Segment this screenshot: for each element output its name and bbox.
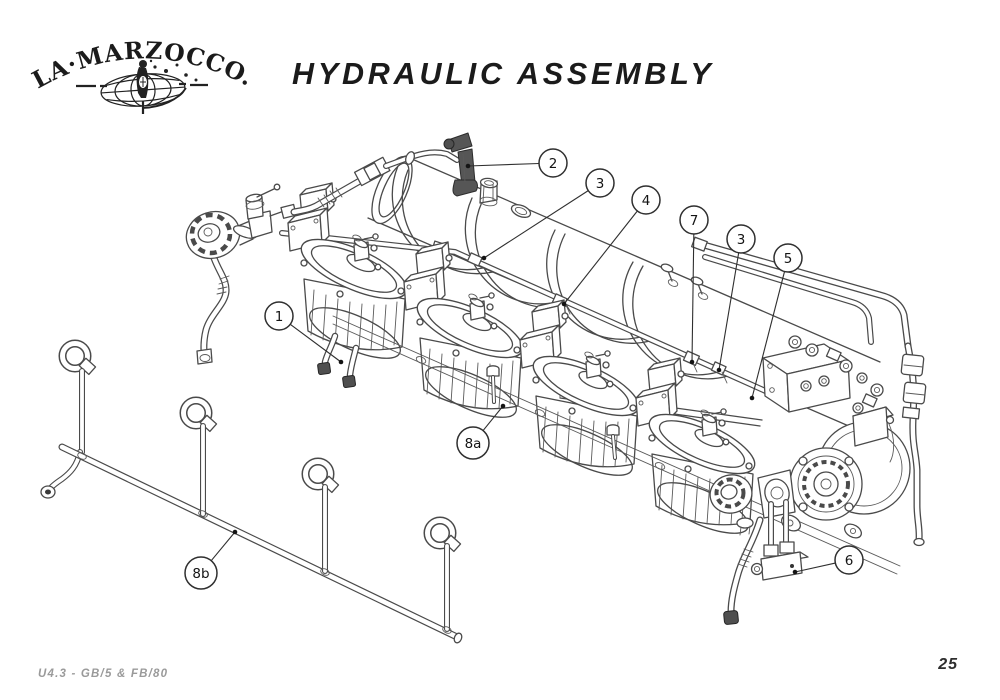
leader-dot <box>689 359 695 365</box>
callout-number: 7 <box>690 213 699 229</box>
callout-6: 6 <box>792 545 864 575</box>
doc-reference: U4.3 - GB/5 & FB/80 <box>38 668 168 680</box>
pipe-cap <box>317 361 332 376</box>
callout-4: 4 <box>561 185 661 307</box>
frame-pipes <box>691 236 912 350</box>
callout-number: 3 <box>596 176 605 192</box>
callout-7: 7 <box>679 205 709 365</box>
right-pipe <box>900 342 927 547</box>
group-screw <box>606 424 620 460</box>
callout-1: 1 <box>264 301 344 365</box>
pump-solenoid <box>852 406 895 463</box>
leader-line <box>483 190 589 259</box>
pipe-cap <box>342 374 357 389</box>
callout-number: 4 <box>642 193 651 209</box>
brand-logo: LA·MARZOCCO. <box>27 36 258 114</box>
leader-dot <box>481 255 487 261</box>
leader-line <box>482 405 504 431</box>
callout-balloon <box>538 148 568 178</box>
callout-balloon <box>679 205 709 235</box>
callout-balloon <box>631 185 661 215</box>
leader-line <box>691 233 695 363</box>
globe-lion-emblem <box>76 59 208 114</box>
callout-3: 3 <box>716 224 756 373</box>
callout-2: 2 <box>465 148 568 178</box>
leader-line <box>467 162 540 167</box>
gear-pump <box>789 447 863 521</box>
vent-valve <box>690 276 709 300</box>
pump-fittings <box>788 335 884 414</box>
boiler <box>367 155 881 431</box>
callout-balloon <box>264 301 294 331</box>
leader-dot <box>465 163 471 169</box>
leader-line <box>289 323 342 363</box>
callout-balloon <box>585 168 615 198</box>
pipe-barrel-fitting <box>900 353 927 420</box>
leader-dot <box>749 395 755 401</box>
callout-balloon <box>456 426 490 460</box>
page-number: 25 <box>937 656 958 673</box>
leader-dot <box>716 367 722 373</box>
lion-figure <box>136 60 149 98</box>
callout-3: 3 <box>481 168 615 261</box>
leader-line <box>794 562 836 573</box>
manifold-block <box>762 343 851 413</box>
leader-dot <box>500 403 506 409</box>
callout-8a: 8a <box>456 403 506 460</box>
vent-valve <box>660 263 679 287</box>
callout-number: 6 <box>845 553 854 569</box>
callout-number: 5 <box>784 251 793 267</box>
pump-motor-unit <box>709 335 911 539</box>
leader-dot <box>232 529 238 535</box>
callout-number: 8b <box>192 566 209 582</box>
leader-line <box>751 271 786 399</box>
group-head-4 <box>635 357 763 545</box>
leader-dot <box>561 301 567 307</box>
callout-8b: 8b <box>184 529 238 590</box>
callout-number: 2 <box>549 156 558 172</box>
callout-balloon <box>773 243 803 273</box>
callout-number: 1 <box>275 309 284 325</box>
callout-5: 5 <box>749 243 803 401</box>
group-screw <box>486 365 500 404</box>
anti-vacuum-valve <box>443 132 478 197</box>
leader-dot <box>338 359 344 365</box>
expansion-valve <box>185 149 460 365</box>
drain-manifold <box>40 339 463 644</box>
callout-balloon <box>834 545 864 575</box>
callout-number: 8a <box>465 436 482 452</box>
hose-cap <box>723 610 739 625</box>
fitting-block-6 <box>750 551 809 581</box>
leader-line <box>718 252 740 371</box>
under-group-fittings <box>317 332 620 460</box>
leader-line <box>563 210 638 305</box>
cap-nut <box>479 177 499 207</box>
leader-dot <box>792 569 798 575</box>
pump-tubes <box>723 499 809 625</box>
callout-balloon <box>726 224 756 254</box>
callouts-layer: 1 2 3 4 7 3 5 6 8a 8b <box>184 148 864 590</box>
callout-number: 3 <box>737 232 746 248</box>
leader-line <box>210 531 236 562</box>
pump-knob <box>709 474 753 514</box>
callout-balloon <box>184 556 218 590</box>
page-title: HYDRAULIC ASSEMBLY <box>292 57 715 91</box>
